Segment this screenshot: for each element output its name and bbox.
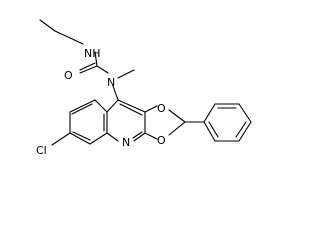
atom-label-o-dioxole-bottom: O	[157, 134, 166, 147]
chloro-substituent	[51, 132, 71, 146]
atom-label-nh: NH	[84, 47, 101, 60]
phenyl-ring	[184, 103, 252, 142]
molecule-canvas: NH O N Cl N O O	[36, 19, 252, 157]
atom-label-o-carbonyl: O	[64, 69, 73, 82]
atom-label-n-methyl: N	[107, 76, 115, 89]
dioxole-ring	[144, 105, 186, 140]
atom-label-o-dioxole-top: O	[157, 102, 166, 115]
atom-label-cl: Cl	[36, 144, 47, 157]
atom-label-n-ring: N	[122, 136, 130, 149]
structure-drawing: NH O N Cl N O O	[36, 19, 252, 157]
urea-group	[79, 51, 135, 101]
benzo-ring	[69, 99, 108, 145]
ethyl-group	[39, 19, 84, 45]
pyridine-ring	[106, 99, 146, 142]
